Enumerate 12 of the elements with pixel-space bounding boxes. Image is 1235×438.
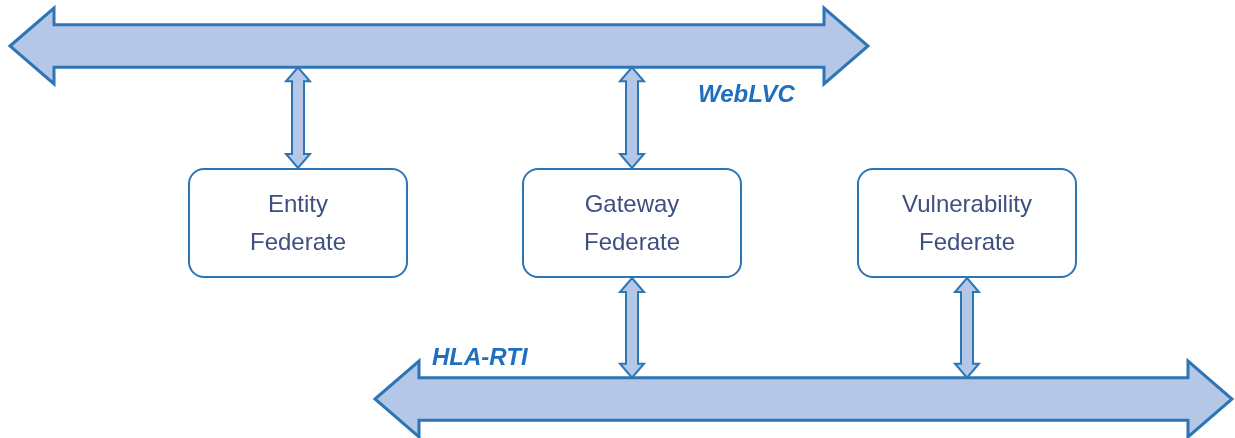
double-arrow bbox=[617, 276, 647, 380]
process-box bbox=[522, 168, 742, 278]
double-arrow bbox=[283, 65, 313, 170]
box-label: Entity Federate bbox=[248, 189, 348, 257]
box-label: Vulnerability Federate bbox=[901, 189, 1033, 257]
box-label: Gateway Federate bbox=[582, 189, 682, 257]
double-arrow bbox=[952, 276, 982, 380]
bus-label: WebLVC bbox=[698, 80, 795, 108]
bus-label: HLA-RTI bbox=[432, 343, 528, 371]
process-box bbox=[857, 168, 1077, 278]
double-arrow bbox=[617, 65, 647, 170]
process-box bbox=[188, 168, 408, 278]
